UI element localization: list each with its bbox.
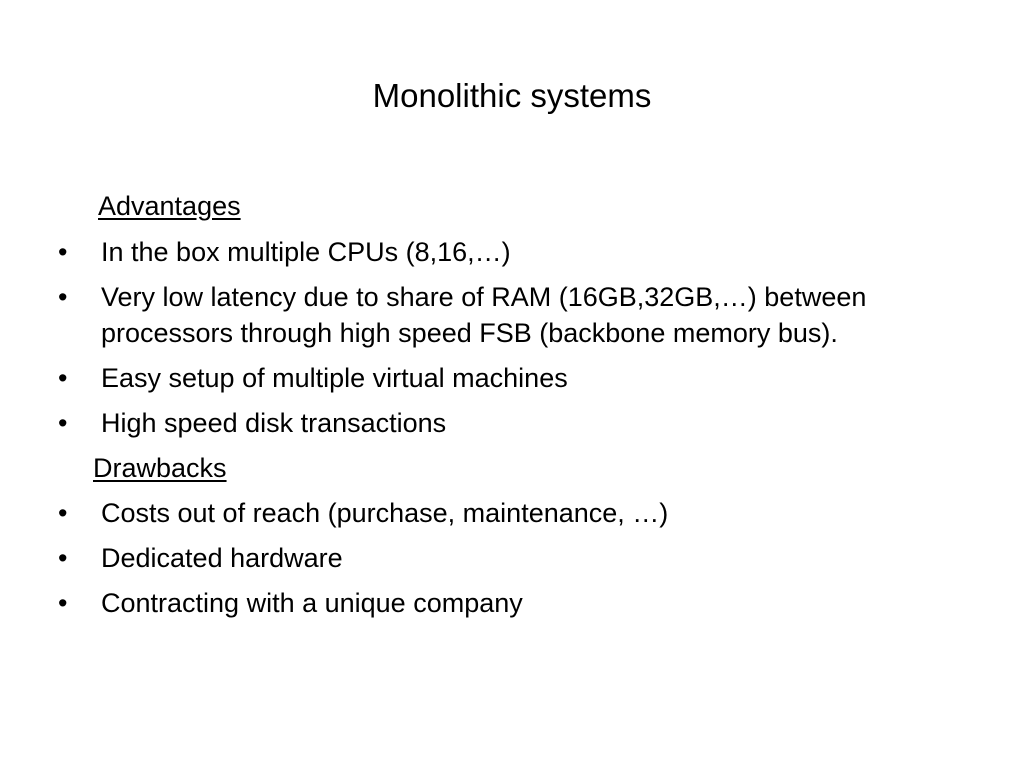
slide-title: Monolithic systems [372, 77, 652, 114]
list-item: • Very low latency due to share of RAM (… [54, 279, 934, 351]
advantages-heading: Advantages [98, 191, 241, 221]
list-item: • Costs out of reach (purchase, maintena… [54, 495, 934, 531]
list-item: • In the box multiple CPUs (8,16,…) [54, 234, 934, 270]
drawbacks-list: • Costs out of reach (purchase, maintena… [54, 495, 934, 621]
slide-content: Advantages • In the box multiple CPUs (8… [54, 188, 934, 630]
bullet-icon: • [58, 363, 68, 393]
list-item-text: Costs out of reach (purchase, maintenanc… [101, 498, 669, 528]
list-item: • High speed disk transactions [54, 405, 934, 441]
advantages-list: • In the box multiple CPUs (8,16,…) • Ve… [54, 234, 934, 441]
bullet-icon: • [58, 588, 68, 618]
list-item-text: Very low latency due to share of RAM (16… [101, 282, 867, 348]
list-item-text: Contracting with a unique company [101, 588, 523, 618]
bullet-icon: • [58, 237, 68, 267]
bullet-icon: • [58, 543, 68, 573]
drawbacks-heading: Drawbacks [93, 453, 227, 483]
list-item-text: Easy setup of multiple virtual machines [101, 363, 568, 393]
bullet-icon: • [58, 282, 68, 312]
list-item: • Easy setup of multiple virtual machine… [54, 360, 934, 396]
list-item: • Contracting with a unique company [54, 585, 934, 621]
list-item-text: High speed disk transactions [101, 408, 447, 438]
list-item-text: Dedicated hardware [101, 543, 343, 573]
list-item-text: In the box multiple CPUs (8,16,…) [101, 237, 511, 267]
bullet-icon: • [58, 408, 68, 438]
bullet-icon: • [58, 498, 68, 528]
list-item: • Dedicated hardware [54, 540, 934, 576]
